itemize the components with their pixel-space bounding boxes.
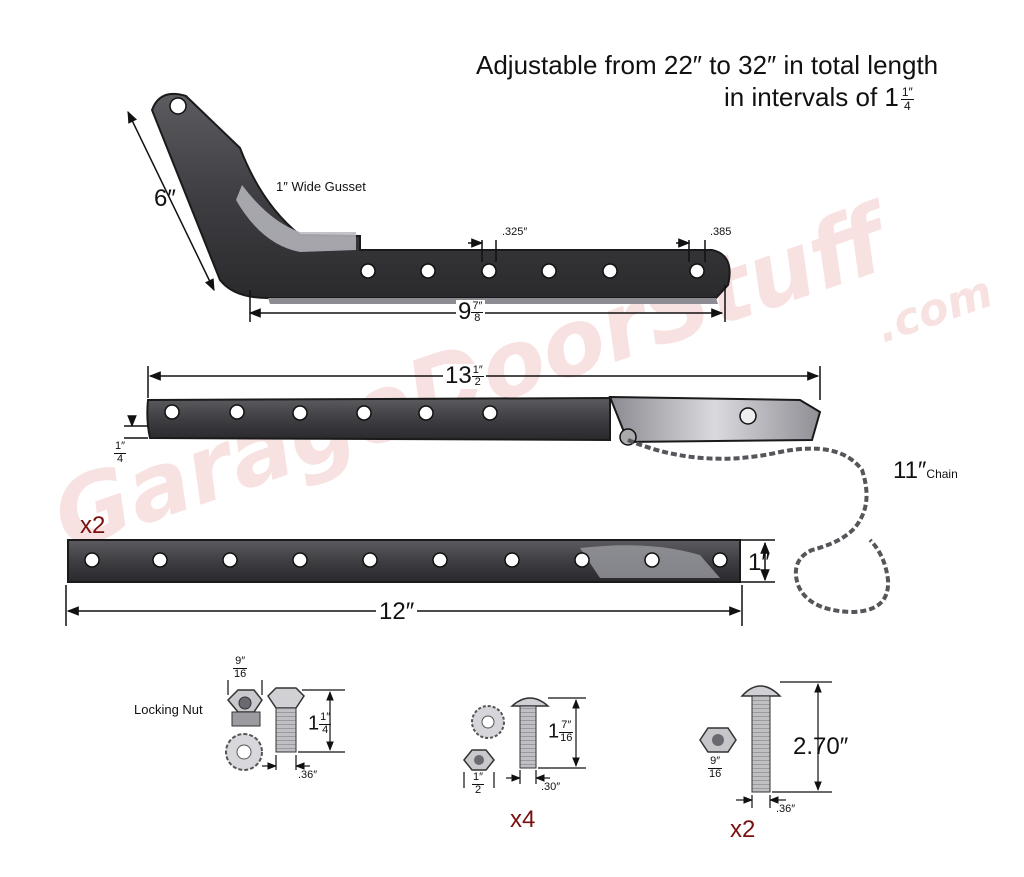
locking-nut-label: Locking Nut bbox=[134, 702, 203, 717]
frac-den: 8 bbox=[474, 312, 481, 325]
frac-num: 1″ bbox=[471, 363, 484, 378]
bolt3-nut-fraction: 9″16 bbox=[708, 755, 723, 780]
frac-num: 1″ bbox=[319, 711, 332, 725]
bolt2-length-fraction: 7″16 bbox=[559, 719, 574, 744]
frac-num: 1″ bbox=[900, 85, 914, 100]
bent-bar-length-whole: 9 bbox=[458, 298, 472, 325]
hex-bolt-icon bbox=[267, 687, 305, 753]
bolt1-nut-size: 9″16 bbox=[233, 655, 248, 680]
bolt3-diameter-label: .36″ bbox=[776, 803, 796, 815]
bent-bar-dimensions bbox=[127, 110, 726, 322]
locking-nut-icon bbox=[226, 689, 263, 727]
frac-den: 4 bbox=[116, 452, 124, 465]
header-line-2-fraction: 1″4 bbox=[900, 85, 914, 113]
flat-bar-qty: x2 bbox=[80, 512, 106, 539]
gusset-label: 1″ Wide Gusset bbox=[276, 179, 366, 194]
frac-num: 1″ bbox=[114, 440, 127, 454]
bolt2-length-whole: 1 bbox=[548, 720, 560, 743]
star-washer-icon bbox=[471, 705, 505, 739]
hex-nut-icon bbox=[699, 727, 737, 753]
bent-bar bbox=[150, 92, 731, 304]
chain-bar-thickness-label: 1″4 bbox=[114, 440, 127, 465]
carriage-bolt-small-icon bbox=[510, 697, 550, 769]
chain-length-sub: Chain bbox=[926, 467, 958, 481]
hardware3-dimensions bbox=[736, 681, 832, 808]
chain bbox=[627, 438, 891, 615]
frac-num: 9″ bbox=[708, 755, 723, 769]
lock-washer-icon bbox=[225, 733, 263, 771]
chain-bar bbox=[146, 395, 822, 446]
bolt1-length-fraction: 1″4 bbox=[319, 711, 332, 736]
chain-length-label: 11″Chain bbox=[893, 459, 958, 483]
frac-den: 4 bbox=[322, 723, 329, 736]
bolt3-nut-size: 9″16 bbox=[708, 755, 723, 780]
bolt1-diameter-label: .36″ bbox=[298, 769, 318, 781]
frac-num: 7″ bbox=[471, 299, 484, 314]
frac-den: 4 bbox=[903, 98, 911, 113]
bolt3-length-label: 2.70″ bbox=[793, 733, 849, 760]
small-nut-icon bbox=[463, 749, 495, 771]
frac-den: 2 bbox=[474, 783, 482, 796]
frac-den: 2 bbox=[474, 376, 481, 389]
bolt1-nut-fraction: 9″16 bbox=[233, 655, 248, 680]
flat-bar-length-label: 12″ bbox=[376, 600, 418, 624]
header-line-2-text: in intervals of 1 bbox=[724, 82, 899, 112]
bolt2-nut-fraction: 1″2 bbox=[472, 771, 485, 796]
chain-bar-length-fraction: 1″2 bbox=[471, 363, 484, 389]
bent-bar-length-fraction: 7″8 bbox=[471, 299, 484, 325]
hardware1-dimensions bbox=[227, 680, 345, 770]
hardware2-dimensions bbox=[463, 697, 586, 788]
frac-num: 1″ bbox=[472, 771, 485, 785]
bolt1-length-whole: 1 bbox=[308, 712, 320, 735]
bent-bar-height-label: 6″ bbox=[154, 185, 176, 212]
frac-den: 16 bbox=[560, 731, 573, 744]
carriage-bolt-long-icon bbox=[740, 685, 782, 793]
end-hole-label: .385 bbox=[710, 226, 732, 238]
frac-den: 16 bbox=[234, 667, 247, 680]
chain-bar-thickness-fraction: 1″4 bbox=[114, 440, 127, 465]
flat-bar-width-label: 1″ bbox=[748, 549, 770, 576]
frac-num: 7″ bbox=[559, 719, 574, 733]
flat-bar bbox=[67, 539, 741, 583]
chain-bar-length-whole: 13 bbox=[445, 362, 472, 389]
bolt3-qty: x2 bbox=[730, 816, 756, 843]
bolt2-diameter-label: .30″ bbox=[541, 781, 561, 793]
header-line-1: Adjustable from 22″ to 32″ in total leng… bbox=[476, 50, 939, 80]
frac-num: 9″ bbox=[233, 655, 248, 669]
chain-length-value: 11″ bbox=[893, 457, 927, 484]
bolt2-nut-size: 1″2 bbox=[472, 771, 485, 796]
frac-den: 16 bbox=[709, 767, 722, 780]
bolt2-qty: x4 bbox=[510, 806, 536, 833]
hole-spacing-label: .325″ bbox=[502, 226, 528, 238]
